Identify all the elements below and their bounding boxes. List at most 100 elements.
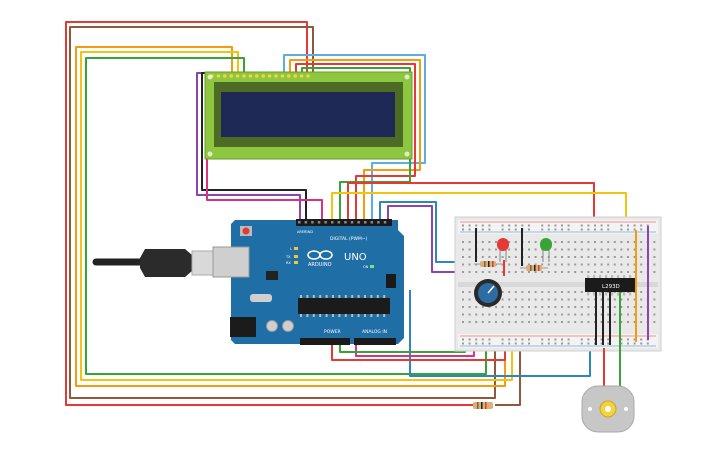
- bb-rail-hole: [514, 224, 517, 227]
- bb-hole: [574, 306, 577, 308]
- breadboard[interactable]: [454, 216, 662, 352]
- ic-leg: [617, 275, 620, 279]
- bb-hole: [600, 306, 603, 308]
- bb-rail-hole: [627, 342, 629, 345]
- ic-leg: [605, 275, 608, 279]
- digital-pin: [370, 221, 374, 224]
- bb-hole: [462, 263, 464, 266]
- potentiometer[interactable]: [474, 279, 502, 307]
- led-red[interactable]: [497, 238, 509, 262]
- digital-pin: [311, 221, 314, 224]
- digital-pin: [364, 221, 367, 224]
- capacitor-1: [266, 320, 278, 332]
- bb-rail-hole: [600, 224, 603, 227]
- bb-hole: [475, 313, 478, 316]
- bb-hole: [508, 271, 511, 273]
- bb-hole: [534, 241, 537, 243]
- bb-hole: [468, 256, 471, 258]
- lcd-module[interactable]: [204, 71, 413, 160]
- bb-hole: [587, 313, 590, 316]
- bb-hole: [528, 263, 530, 266]
- bb-hole: [495, 241, 497, 243]
- lcd-screen: [221, 92, 395, 137]
- bb-rail-hole: [587, 224, 590, 227]
- bb-hole: [514, 241, 517, 243]
- bb-rail-hole: [462, 338, 464, 341]
- bb-rail-hole: [627, 338, 629, 341]
- bb-hole: [488, 306, 491, 308]
- bb-hole: [620, 248, 623, 251]
- lcd-pin: [235, 74, 240, 78]
- resistor-green-led[interactable]: [520, 265, 548, 271]
- wire-red-outer: [65, 21, 473, 406]
- bb-hole: [514, 248, 517, 251]
- bb-hole: [481, 271, 484, 273]
- bb-rail-hole: [481, 338, 484, 341]
- wire-brown-outer: [69, 26, 496, 399]
- bb-rail-hole: [481, 342, 484, 345]
- lcd-pin: [299, 74, 304, 78]
- bb-hole: [580, 263, 583, 266]
- usb-b-socket: [212, 246, 250, 278]
- bb-rail-hole: [607, 228, 610, 231]
- bb-hole: [534, 248, 537, 251]
- bb-hole: [640, 298, 643, 301]
- bb-rail-hole: [488, 338, 491, 341]
- bb-hole: [574, 291, 577, 293]
- bb-hole: [607, 271, 610, 273]
- bb-hole: [561, 263, 563, 266]
- bb-hole: [620, 298, 623, 301]
- bb-rail-hole: [567, 224, 570, 227]
- mcu-leg: [383, 314, 386, 317]
- bb-rail-hole: [627, 224, 629, 227]
- bb-hole: [541, 263, 544, 266]
- bb-hole: [620, 321, 623, 323]
- bb-hole: [567, 313, 570, 316]
- bb-rail-hole: [580, 342, 583, 345]
- led-tx: [294, 255, 298, 258]
- bb-hole: [547, 321, 550, 323]
- bb-hole: [514, 298, 517, 301]
- lcd-mount-hole: [207, 74, 213, 80]
- digital-pin: [324, 221, 327, 224]
- bb-rail-hole: [501, 224, 504, 227]
- bb-hole: [600, 241, 603, 243]
- bb-hole: [468, 306, 471, 308]
- ic-leg: [623, 275, 626, 279]
- bb-hole: [501, 313, 504, 316]
- digital-pin: [298, 221, 301, 224]
- bb-hole: [613, 321, 616, 323]
- mcu-leg: [338, 295, 341, 298]
- lcd-pin: [274, 74, 278, 78]
- bb-hole: [600, 271, 603, 273]
- bb-hole: [521, 313, 524, 316]
- led-green[interactable]: [540, 238, 552, 262]
- bb-hole: [508, 313, 511, 316]
- arduino-uno-board[interactable]: DIGITAL (PWM~) AREF GND TX RX L ARDUINO …: [212, 219, 404, 345]
- bb-rail-hole: [554, 342, 557, 345]
- ic-leg: [593, 292, 596, 296]
- bb-hole: [521, 306, 524, 308]
- bb-hole: [528, 321, 530, 323]
- bb-rail-hole: [521, 342, 524, 345]
- bb-hole: [547, 263, 550, 266]
- mcu-leg: [376, 314, 379, 317]
- dc-motor[interactable]: [581, 385, 635, 433]
- bb-hole: [580, 321, 583, 323]
- resistor-red-led[interactable]: [474, 261, 502, 267]
- lcd-pin: [223, 74, 227, 78]
- resistor-outer-wire[interactable]: [473, 402, 493, 409]
- mcu-leg: [364, 314, 366, 317]
- l293d-ic[interactable]: L293D: [585, 275, 635, 296]
- bb-rail-hole: [561, 228, 563, 231]
- bb-rail-hole: [508, 342, 511, 345]
- bb-hole: [633, 256, 636, 258]
- bb-hole: [587, 306, 590, 308]
- bb-hole: [620, 313, 623, 316]
- ic-leg: [599, 275, 602, 279]
- bb-hole: [607, 306, 610, 308]
- reset-button[interactable]: [242, 227, 250, 235]
- bb-hole: [580, 248, 583, 251]
- bb-hole: [541, 291, 544, 293]
- bb-hole: [541, 271, 544, 273]
